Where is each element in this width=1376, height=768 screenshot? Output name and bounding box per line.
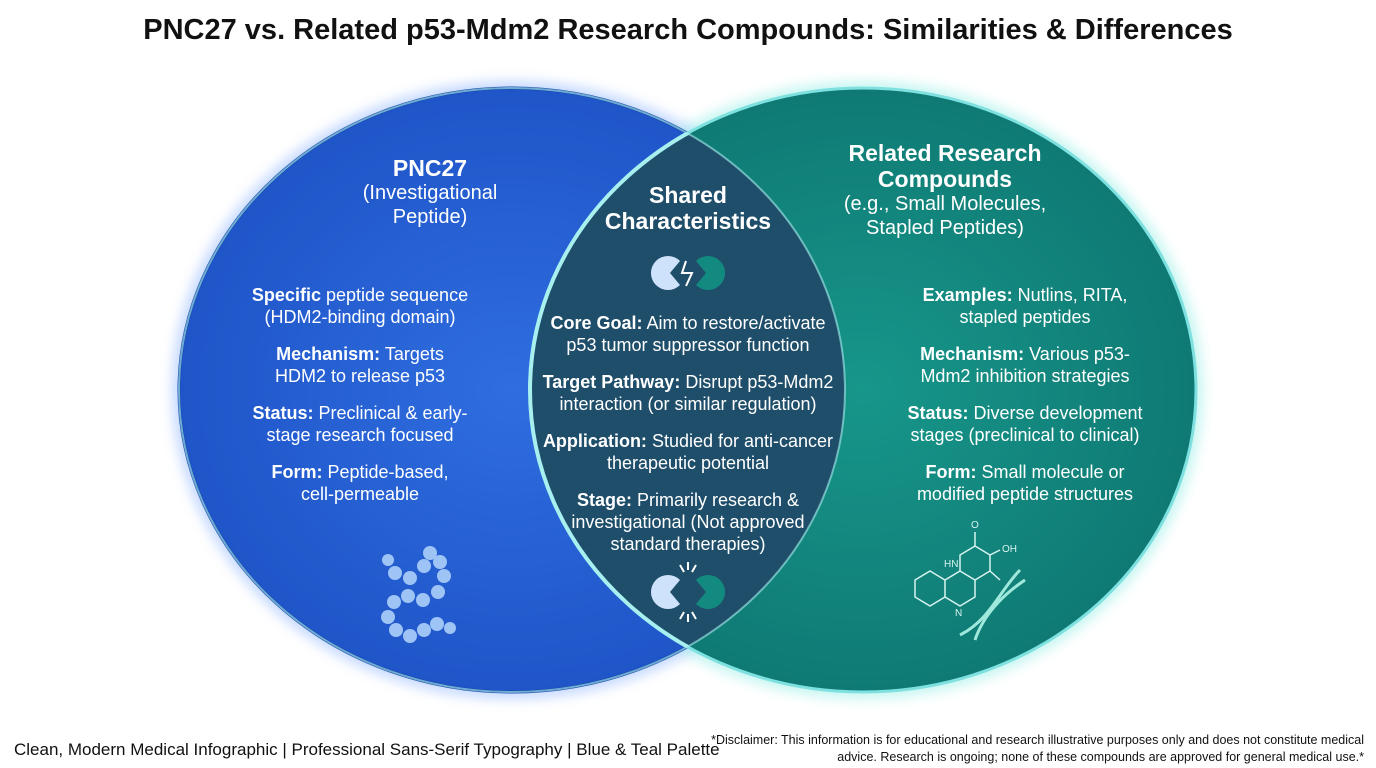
item-text: Studied for anti-cancer therapeutic pote… [606, 431, 834, 473]
list-item: Examples: Nutlins, RITA, stapled peptide… [915, 284, 1135, 328]
item-text: Disrupt p53-Mdm2 interaction (or similar… [559, 372, 834, 414]
molecule-labels: O OH HN N [944, 520, 1017, 619]
item-text: Preclinical & early-stage research focus… [266, 403, 468, 445]
list-item: Status: Diverse development stages (prec… [880, 402, 1170, 446]
left-heading: PNC27 [392, 155, 468, 181]
list-item: Status: Preclinical & early-stage resear… [245, 402, 475, 446]
item-text: Targets HDM2 to release p53 [274, 344, 446, 386]
molecule-icon [914, 532, 1026, 641]
list-item: Mechanism: Various p53-Mdm2 inhibition s… [900, 343, 1150, 387]
center-items: Core Goal: Aim to restore/activate p53 t… [533, 312, 843, 555]
list-item: Application: Studied for anti-cancer the… [533, 430, 843, 474]
peptide-chain-icon [381, 546, 456, 643]
svg-text:HN: HN [944, 559, 958, 570]
list-item: Form: Small molecule or modified peptide… [900, 461, 1150, 505]
svg-text:N: N [955, 608, 962, 619]
binding-disruption-icon [650, 562, 726, 622]
right-subheading: (e.g., Small Molecules, Stapled Peptides… [843, 193, 1047, 239]
list-item: Core Goal: Aim to restore/activate p53 t… [533, 312, 843, 356]
item-text: Primarily research & investigational (No… [571, 490, 805, 554]
item-label: Status: [252, 403, 314, 423]
item-label: Form: [271, 462, 323, 482]
disclaimer: *Disclaimer: This information is for edu… [711, 733, 1364, 764]
item-text: Peptide-based, cell-permeable [300, 462, 449, 504]
item-text: Small molecule or modified peptide struc… [916, 462, 1134, 504]
item-text: Various p53-Mdm2 inhibition strategies [920, 344, 1130, 386]
svg-text:OH: OH [1002, 544, 1017, 555]
item-text: Aim to restore/activate p53 tumor suppre… [566, 313, 826, 355]
overlap-region [528, 88, 845, 692]
binding-disruption-icon [650, 256, 726, 290]
right-header: Related Research Compounds (e.g., Small … [830, 140, 1060, 240]
left-header: PNC27 (Investigational Peptide) [300, 155, 560, 229]
item-label: Core Goal: [550, 313, 643, 333]
svg-text:O: O [971, 520, 979, 531]
right-items: Examples: Nutlins, RITA, stapled peptide… [880, 284, 1170, 505]
item-label: Application: [542, 431, 647, 451]
list-item: Mechanism: Targets HDM2 to release p53 [265, 343, 455, 387]
right-heading: Related Research Compounds [848, 140, 1042, 192]
item-label: Status: [907, 403, 969, 423]
footer-caption: Clean, Modern Medical Infographic | Prof… [14, 740, 720, 759]
list-item: Specific peptide sequence (HDM2-binding … [235, 284, 485, 328]
list-item: Stage: Primarily research & investigatio… [558, 489, 818, 555]
center-heading: Shared Characteristics [604, 182, 772, 234]
item-label: Specific [251, 285, 321, 305]
left-items: Specific peptide sequence (HDM2-binding … [235, 284, 485, 505]
left-subheading: (Investigational Peptide) [362, 182, 498, 228]
item-label: Examples: [922, 285, 1013, 305]
item-label: Stage: [576, 490, 632, 510]
list-item: Target Pathway: Disrupt p53-Mdm2 interac… [533, 371, 843, 415]
item-label: Target Pathway: [542, 372, 681, 392]
item-text: Nutlins, RITA, stapled peptides [959, 285, 1128, 327]
page-title: PNC27 vs. Related p53-Mdm2 Research Comp… [143, 14, 1233, 46]
item-text: peptide sequence (HDM2-binding domain) [264, 285, 469, 327]
item-label: Form: [925, 462, 977, 482]
item-label: Mechanism: [276, 344, 381, 364]
list-item: Form: Peptide-based, cell-permeable [260, 461, 460, 505]
item-label: Mechanism: [920, 344, 1025, 364]
item-text: Diverse development stages (preclinical … [910, 403, 1143, 445]
